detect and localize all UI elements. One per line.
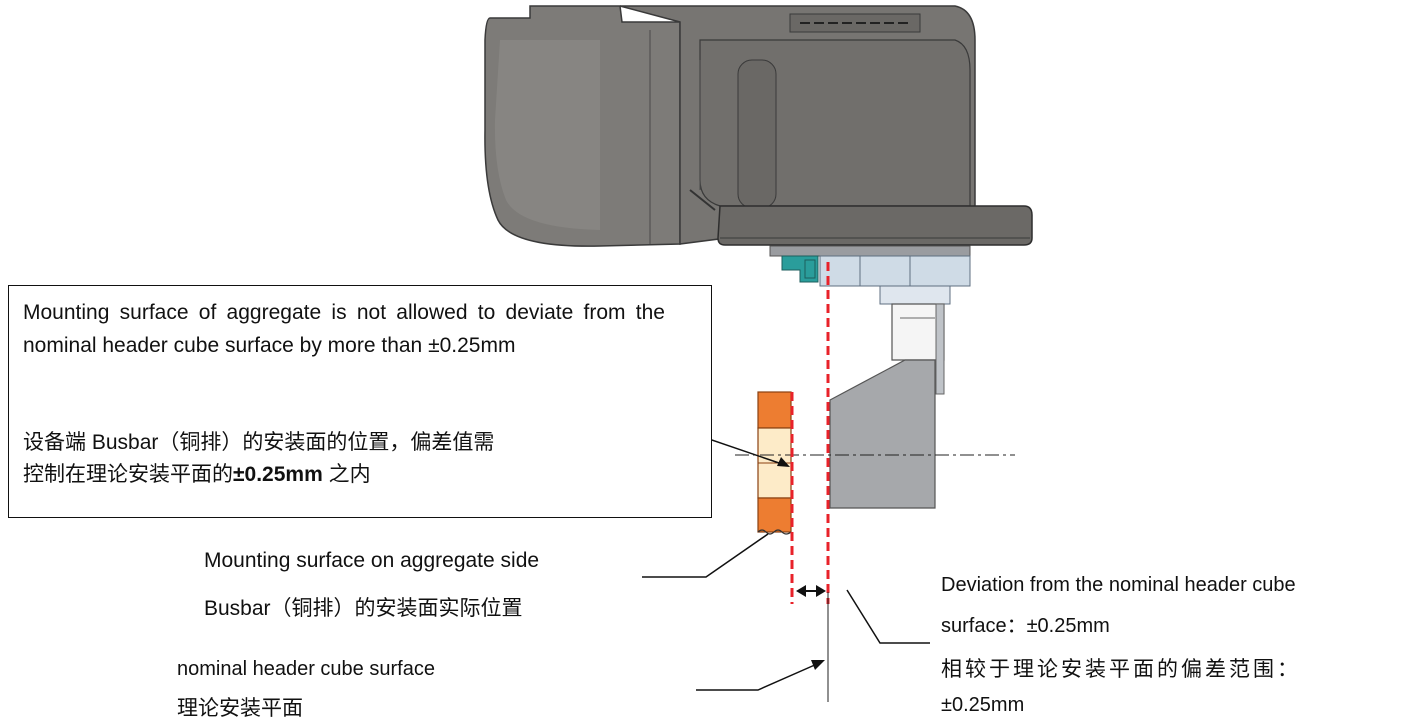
deviation-label-cn-line2: ±0.25mm [941, 694, 1025, 716]
main-note-cn-prefix: 控制在理论安装平面的 [23, 463, 233, 486]
nominal-surface-label-en: nominal header cube surface [177, 658, 435, 680]
pin-block [829, 359, 936, 509]
housing-highlight [494, 40, 600, 230]
connector-lower-parts [769, 245, 971, 509]
main-note-cn-tolerance: ±0.25mm [233, 463, 323, 486]
light-blue-part [819, 255, 971, 287]
nominal-surface-label-cn: 理论安装平面 [177, 697, 303, 720]
connector-housing [484, 5, 976, 247]
connector-flange [717, 205, 1033, 246]
deviation-arrow [796, 585, 826, 597]
leader-actual-surface [642, 533, 769, 578]
deviation-label-en-line2: surface：±0.25mm [941, 615, 1110, 637]
housing-rib [737, 59, 777, 209]
main-note-en: Mounting surface of aggregate is not all… [23, 301, 665, 357]
actual-surface-label-en: Mounting surface on aggregate side [204, 549, 540, 572]
main-note-cn-line1: 设备端 Busbar（铜排）的安装面的位置，偏差值需 [23, 431, 495, 454]
actual-surface-label-cn: Busbar（铜排）的安装面实际位置 [204, 597, 523, 620]
main-note-cn-line2: 控制在理论安装平面的±0.25mm 之内 [23, 458, 371, 488]
leader-nominal-surface [696, 663, 818, 691]
deviation-label-en-line1: Deviation from the nominal header cube [941, 574, 1296, 596]
leader-deviation [846, 589, 930, 644]
main-note-box: Mounting surface of aggregate is not all… [8, 285, 712, 518]
teal-part [781, 255, 819, 283]
housing-top-label [789, 13, 921, 33]
deviation-label-cn-line1: 相较于理论安装平面的偏差范围： [941, 658, 1301, 681]
main-note-cn-suffix: 之内 [322, 463, 371, 486]
pin [935, 303, 945, 395]
